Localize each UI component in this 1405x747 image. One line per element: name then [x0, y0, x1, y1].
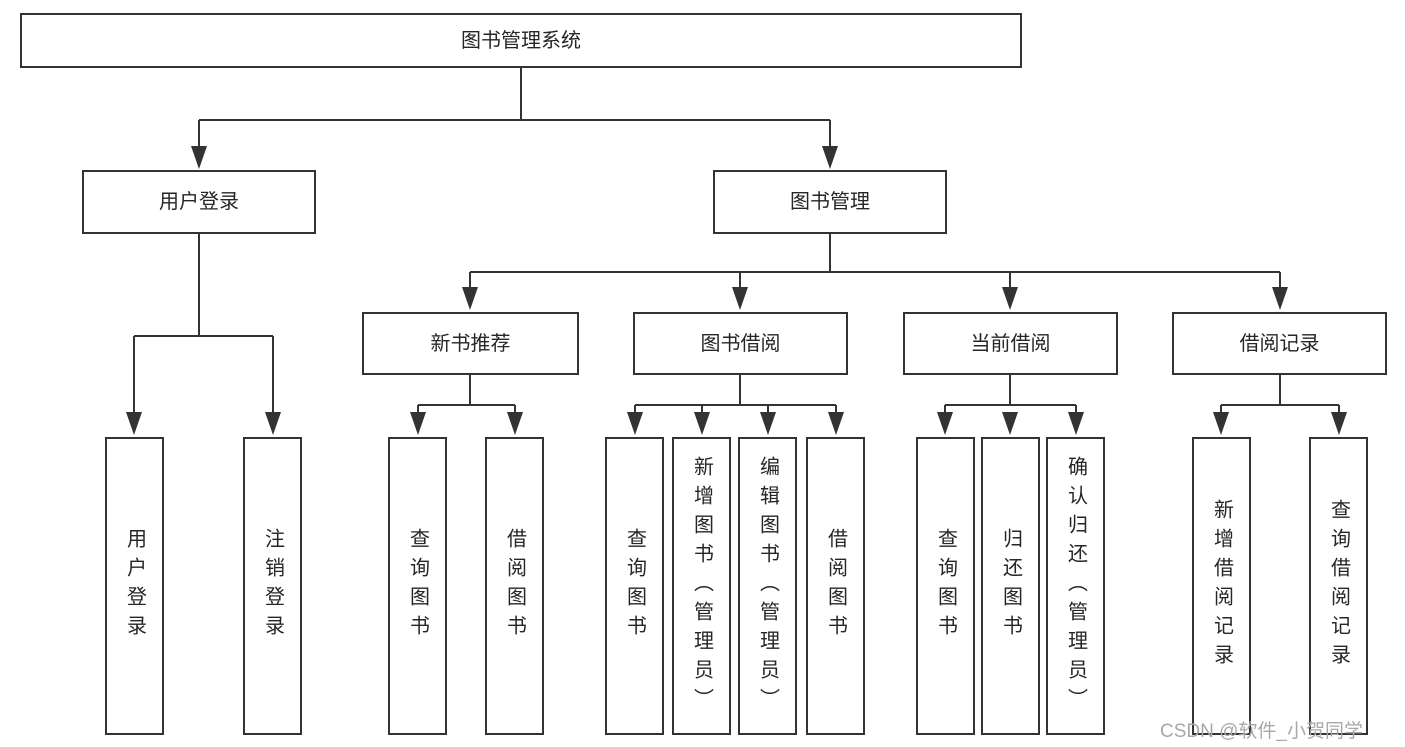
connector-borrow-to-leaves [627, 375, 844, 435]
node-current-borrow: 当前借阅 [903, 312, 1118, 375]
leaf-query-borrow-record: 查询借阅记录 [1309, 437, 1368, 735]
arrowhead [1068, 412, 1084, 435]
arrowhead [1002, 287, 1018, 310]
arrowhead [1213, 412, 1229, 435]
leaf-query-book-3: 查询图书 [916, 437, 975, 735]
connector-record-to-leaves [1213, 375, 1347, 435]
connector-line [469, 234, 1281, 289]
leaf-logout: 注销登录 [243, 437, 302, 735]
arrowhead [937, 412, 953, 435]
leaf-confirm-return-admin: 确认归还（管理员） [1046, 437, 1105, 735]
leaf-borrow-book-2: 借阅图书 [806, 437, 865, 735]
node-new-book-recommend: 新书推荐 [362, 312, 579, 375]
connector-userlogin-to-leaves [126, 234, 281, 435]
arrowhead [1002, 412, 1018, 435]
arrowhead [1272, 287, 1288, 310]
node-book-borrow: 图书借阅 [633, 312, 848, 375]
arrowhead [822, 146, 838, 169]
arrowhead [760, 412, 776, 435]
leaf-user-login: 用户登录 [105, 437, 164, 735]
connector-line [417, 375, 516, 414]
leaf-query-book-2: 查询图书 [605, 437, 664, 735]
connector-root-to-level1 [191, 68, 838, 169]
arrowhead [191, 146, 207, 169]
leaf-add-borrow-record: 新增借阅记录 [1192, 437, 1251, 735]
leaf-return-book: 归还图书 [981, 437, 1040, 735]
leaf-add-book-admin: 新增图书（管理员） [672, 437, 731, 735]
leaf-query-book-1: 查询图书 [388, 437, 447, 735]
connector-line [1220, 375, 1340, 414]
node-user-login: 用户登录 [82, 170, 316, 234]
arrowhead [265, 412, 281, 435]
arrowhead [507, 412, 523, 435]
csdn-watermark: CSDN @软件_小贺同学 [1160, 721, 1363, 742]
connector-line [944, 375, 1077, 414]
node-book-management: 图书管理 [713, 170, 947, 234]
arrowhead [1331, 412, 1347, 435]
connector-line [133, 234, 274, 414]
arrowhead [828, 412, 844, 435]
connector-newbook-to-leaves [410, 375, 523, 435]
arrowhead [732, 287, 748, 310]
node-borrow-record: 借阅记录 [1172, 312, 1387, 375]
connector-line [198, 68, 831, 148]
connector-line [634, 375, 837, 414]
arrowhead [410, 412, 426, 435]
leaf-edit-book-admin: 编辑图书（管理员） [738, 437, 797, 735]
arrowhead [694, 412, 710, 435]
connector-current-to-leaves [937, 375, 1084, 435]
arrowhead [462, 287, 478, 310]
arrowhead [627, 412, 643, 435]
connector-bookmgmt-to-level2 [462, 234, 1288, 310]
arrowhead [126, 412, 142, 435]
node-library-system: 图书管理系统 [20, 13, 1022, 68]
leaf-borrow-book-1: 借阅图书 [485, 437, 544, 735]
